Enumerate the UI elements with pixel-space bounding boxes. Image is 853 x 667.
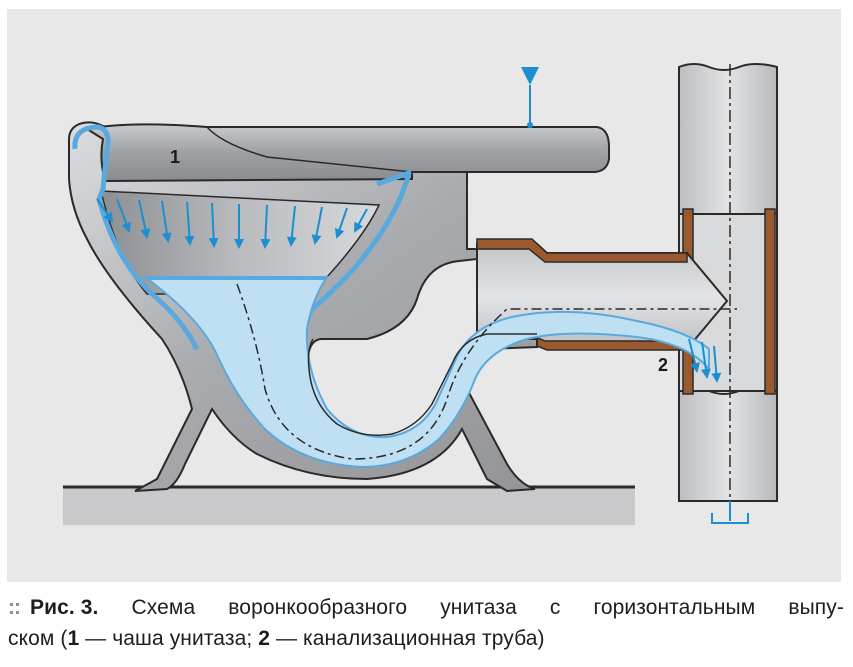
caption-text: — канализационная труба) (270, 627, 545, 650)
floor-slab (63, 487, 635, 525)
drain-connection-symbol (711, 501, 749, 524)
caption-line-2: ском (1 — чаша унитаза; 2 — канализацион… (8, 623, 844, 654)
caption-line-1: ::Рис. 3. Схема воронкообразного унитаза… (8, 592, 844, 623)
water (141, 276, 737, 469)
caption-word: воронкообразного (228, 596, 408, 619)
caption-text: — чаша унитаза; (79, 627, 259, 650)
callout-bowl: 1 (170, 147, 180, 167)
callout-pipe: 2 (658, 355, 668, 375)
caption-number-2: 2 (258, 627, 271, 650)
caption-word: унитаза (440, 596, 517, 619)
caption-text: ском ( (8, 627, 68, 650)
caption-word: Схема (131, 596, 196, 619)
caption-word: горизонтальным (593, 596, 756, 619)
flush-flow-arrows (96, 198, 722, 383)
figure-panel: 1 2 (7, 9, 841, 582)
caption-number-1: 1 (67, 627, 80, 650)
caption-word: выпу- (788, 596, 844, 619)
figure-caption: ::Рис. 3. Схема воронкообразного унитаза… (8, 592, 844, 654)
caption-word: с (549, 596, 561, 619)
trap-core (307, 333, 537, 436)
caption-bullet: :: (8, 596, 21, 619)
water-level-marker (521, 67, 539, 128)
caption-lead: ::Рис. 3. (8, 592, 98, 623)
figure-label: Рис. 3. (30, 596, 99, 619)
toilet-diagram: 1 2 (63, 63, 778, 525)
